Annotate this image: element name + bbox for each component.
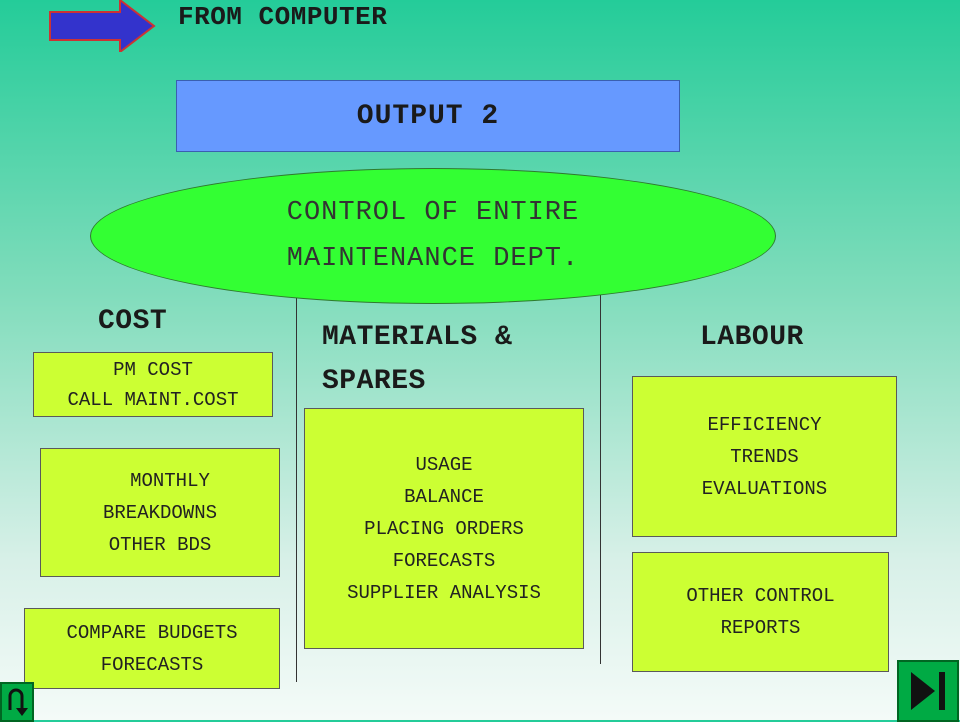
cost-card-pm-line-1: PM COST [113,358,193,381]
labour-card-other: OTHER CONTROL REPORTS [632,552,889,672]
output-box-label: OUTPUT 2 [356,100,500,132]
labour-card-other-line-2: REPORTS [720,617,801,639]
cost-card-pm-line-2: CALL MAINT.COST [67,388,239,411]
cost-card-monthly: MONTHLY BREAKDOWNS OTHER BDS [40,448,280,577]
next-button[interactable] [897,660,959,722]
cost-card-monthly-line-3: OTHER BDS [108,533,212,556]
back-button[interactable] [0,682,34,722]
materials-card-line-4: FORECASTS [392,549,496,572]
labour-heading: LABOUR [700,322,804,353]
labour-card-efficiency-line-1: EFFICIENCY [707,413,822,436]
return-u-turn-icon [8,688,28,716]
cost-card-budgets-line-1: COMPARE BUDGETS [66,621,238,644]
cost-card-monthly-line-1: MONTHLY [130,469,210,492]
labour-card-other-line-1: OTHER CONTROL [686,585,835,607]
cost-card-monthly-line-2: BREAKDOWNS [102,501,218,524]
output-box: OUTPUT 2 [176,80,680,152]
forward-skip-icon [911,672,945,710]
materials-card-line-2: BALANCE [404,485,484,508]
column-divider-right [600,292,601,664]
materials-card-line-1: USAGE [415,453,473,476]
materials-card: USAGE BALANCE PLACING ORDERS FORECASTS S… [304,408,584,649]
labour-card-efficiency-line-2: TRENDS [730,445,799,468]
page-title: FROM COMPUTER [178,2,388,32]
materials-card-line-5: SUPPLIER ANALYSIS [347,581,541,604]
column-divider-left [296,292,297,682]
cost-card-pm: PM COST CALL MAINT.COST [33,352,273,417]
labour-card-efficiency-line-3: EVALUATIONS [701,477,828,500]
ellipse-line-1: CONTROL OF ENTIRE [286,198,580,228]
cost-heading: COST [98,306,168,337]
right-arrow-icon [49,0,156,52]
materials-card-line-3: PLACING ORDERS [364,517,524,540]
ellipse-line-2: MAINTENANCE DEPT. [286,244,580,274]
cost-card-budgets-line-2: FORECASTS [100,653,204,676]
labour-card-efficiency: EFFICIENCY TRENDS EVALUATIONS [632,376,897,537]
materials-heading-line-2: SPARES [322,366,426,397]
cost-card-budgets: COMPARE BUDGETS FORECASTS [24,608,280,689]
materials-heading-line-1: MATERIALS & [322,322,513,353]
control-ellipse: CONTROL OF ENTIRE MAINTENANCE DEPT. [90,168,776,304]
